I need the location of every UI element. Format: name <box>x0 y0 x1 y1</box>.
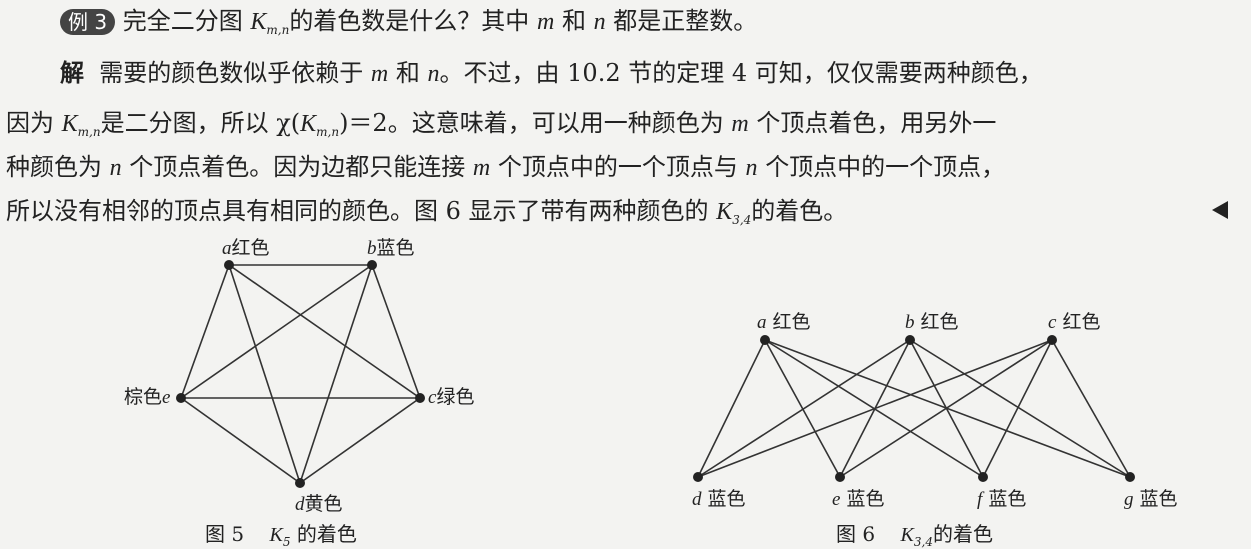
question-text: 完全二分图 <box>122 7 243 35</box>
vertex-b <box>905 335 915 345</box>
vertex-d-label: d黄色 <box>295 493 343 515</box>
graph-symbol: K <box>300 111 317 137</box>
edge-a-c <box>228 264 421 399</box>
figure-6-caption: 图 6 K3,4的着色 <box>836 518 993 549</box>
solution-text: 和 <box>395 59 420 87</box>
graph-subscript: m,n <box>316 125 340 139</box>
variable-m: m <box>731 111 749 137</box>
solution-text: 个顶点着色，用另外一 <box>756 109 997 137</box>
variable-m: m <box>472 155 491 181</box>
question-text: 和 <box>561 7 586 35</box>
edge-c-f <box>982 339 1053 478</box>
vertex-e <box>176 393 186 403</box>
variable-n: n <box>593 9 606 35</box>
graph-symbol: K <box>61 111 78 137</box>
edge-b-e <box>180 264 373 399</box>
vertex-e <box>835 472 845 482</box>
vertex-f <box>978 472 988 482</box>
graph-subscript: 3,4 <box>732 213 752 227</box>
graph-subscript: m,n <box>77 125 101 139</box>
figure-5-caption: 图 5 K5 的着色 <box>205 518 357 549</box>
vertex-a-label: a红色 <box>222 237 270 259</box>
solution-line-2: 因为 Km,n是二分图，所以 χ(Km,n)＝2。这意味着，可以用一种颜色为 m… <box>6 108 996 147</box>
edge-b-d <box>697 339 911 478</box>
edge-b-d <box>299 264 373 484</box>
vertex-f-label: f 蓝色 <box>977 488 1026 510</box>
graph-subscript: 3,4 <box>913 535 933 549</box>
variable-n: n <box>109 155 122 181</box>
graph-symbol: K <box>716 199 733 225</box>
edge-a-d <box>228 264 301 484</box>
variable-n: n <box>745 155 758 181</box>
end-of-solution-marker <box>1212 199 1228 219</box>
solution-text: )＝2。这意味着，可以用一种颜色为 <box>339 109 724 137</box>
vertex-a <box>760 335 770 345</box>
caption-text: 的着色 <box>296 522 357 546</box>
solution-line-4: 所以没有相邻的顶点具有相同的颜色。图 6 显示了带有两种颜色的 K3,4的着色。 <box>6 196 847 235</box>
caption-text: 的着色 <box>932 522 993 546</box>
edge-c-e <box>839 339 1053 478</box>
solution-line-3: 种颜色为 n 个顶点着色。因为边都只能连接 m 个顶点中的一个顶点与 n 个顶点… <box>6 152 1005 183</box>
vertex-c-label: c绿色 <box>428 386 474 408</box>
vertex-b-label: b蓝色 <box>367 237 415 259</box>
edge-c-d <box>299 397 421 484</box>
graph-subscript: m,n <box>266 23 290 37</box>
solution-text: 种颜色为 <box>6 153 102 181</box>
edge-a-d <box>697 339 766 478</box>
question-text: 的着色数是什么？其中 <box>289 7 530 35</box>
edge-b-g <box>909 339 1131 478</box>
vertex-c-label: c 红色 <box>1048 311 1101 333</box>
graph-subscript: 5 <box>282 535 291 549</box>
solution-text: 的着色。 <box>751 197 848 225</box>
caption-label: 图 5 <box>205 522 245 546</box>
vertex-c <box>415 393 425 403</box>
k5-edges <box>180 264 421 484</box>
solution-label: 解 <box>60 59 84 87</box>
graph-symbol: K <box>269 524 283 546</box>
figure-5-graph: a红色 b蓝色 c绿色 d黄色 棕色e <box>124 237 474 515</box>
solution-text: 个顶点中的一个顶点与 <box>497 153 738 181</box>
variable-m: m <box>370 61 389 87</box>
edge-e-d <box>180 397 301 484</box>
vertex-e-label: 棕色e <box>124 386 170 408</box>
graph-symbol: K <box>250 9 267 35</box>
solution-text: 因为 <box>6 109 54 137</box>
variable-m: m <box>536 9 555 35</box>
vertex-e-label: e 蓝色 <box>832 488 885 510</box>
vertex-a <box>224 260 234 270</box>
figure-6-graph: a 红色 b 红色 c 红色 d 蓝色 e 蓝色 f 蓝色 g 蓝色 <box>692 311 1178 510</box>
vertex-b-label: b 红色 <box>905 311 959 333</box>
vertex-d <box>693 472 703 482</box>
edge-a-g <box>764 339 1131 478</box>
vertex-a-label: a 红色 <box>757 311 811 333</box>
k34-edges <box>697 339 1131 478</box>
solution-text: 需要的颜色数似乎依赖于 <box>99 59 364 87</box>
question-text: 都是正整数。 <box>613 7 758 35</box>
edge-a-e <box>764 339 841 478</box>
vertex-c <box>1047 335 1057 345</box>
graph-symbol: K <box>900 524 914 546</box>
vertex-d-label: d 蓝色 <box>692 488 746 510</box>
edge-a-e <box>180 264 230 399</box>
solution-text: 是二分图，所以 χ( <box>100 109 301 137</box>
vertex-g <box>1125 472 1135 482</box>
example-question: 例 3 完全二分图 Km,n的着色数是什么？其中 m 和 n 都是正整数。 <box>60 6 757 45</box>
edge-c-g <box>1051 339 1131 478</box>
edge-b-c <box>371 264 421 399</box>
solution-line-1: 解 需要的颜色数似乎依赖于 m 和 n。不过，由 10.2 节的定理 4 可知，… <box>60 58 1043 89</box>
example-badge: 例 3 <box>60 9 116 35</box>
solution-text: 个顶点中的一个顶点， <box>765 153 1006 181</box>
solution-text: 个顶点着色。因为边都只能连接 <box>129 153 466 181</box>
vertex-g-label: g 蓝色 <box>1124 488 1178 510</box>
edge-c-d <box>697 339 1053 478</box>
solution-text: 。不过，由 10.2 节的定理 4 可知，仅仅需要两种颜色， <box>439 59 1043 87</box>
vertex-d <box>295 478 305 488</box>
solution-text: 所以没有相邻的顶点具有相同的颜色。图 6 显示了带有两种颜色的 <box>6 197 709 225</box>
vertex-b <box>367 260 377 270</box>
caption-label: 图 6 <box>836 522 876 546</box>
variable-n: n <box>427 61 440 87</box>
